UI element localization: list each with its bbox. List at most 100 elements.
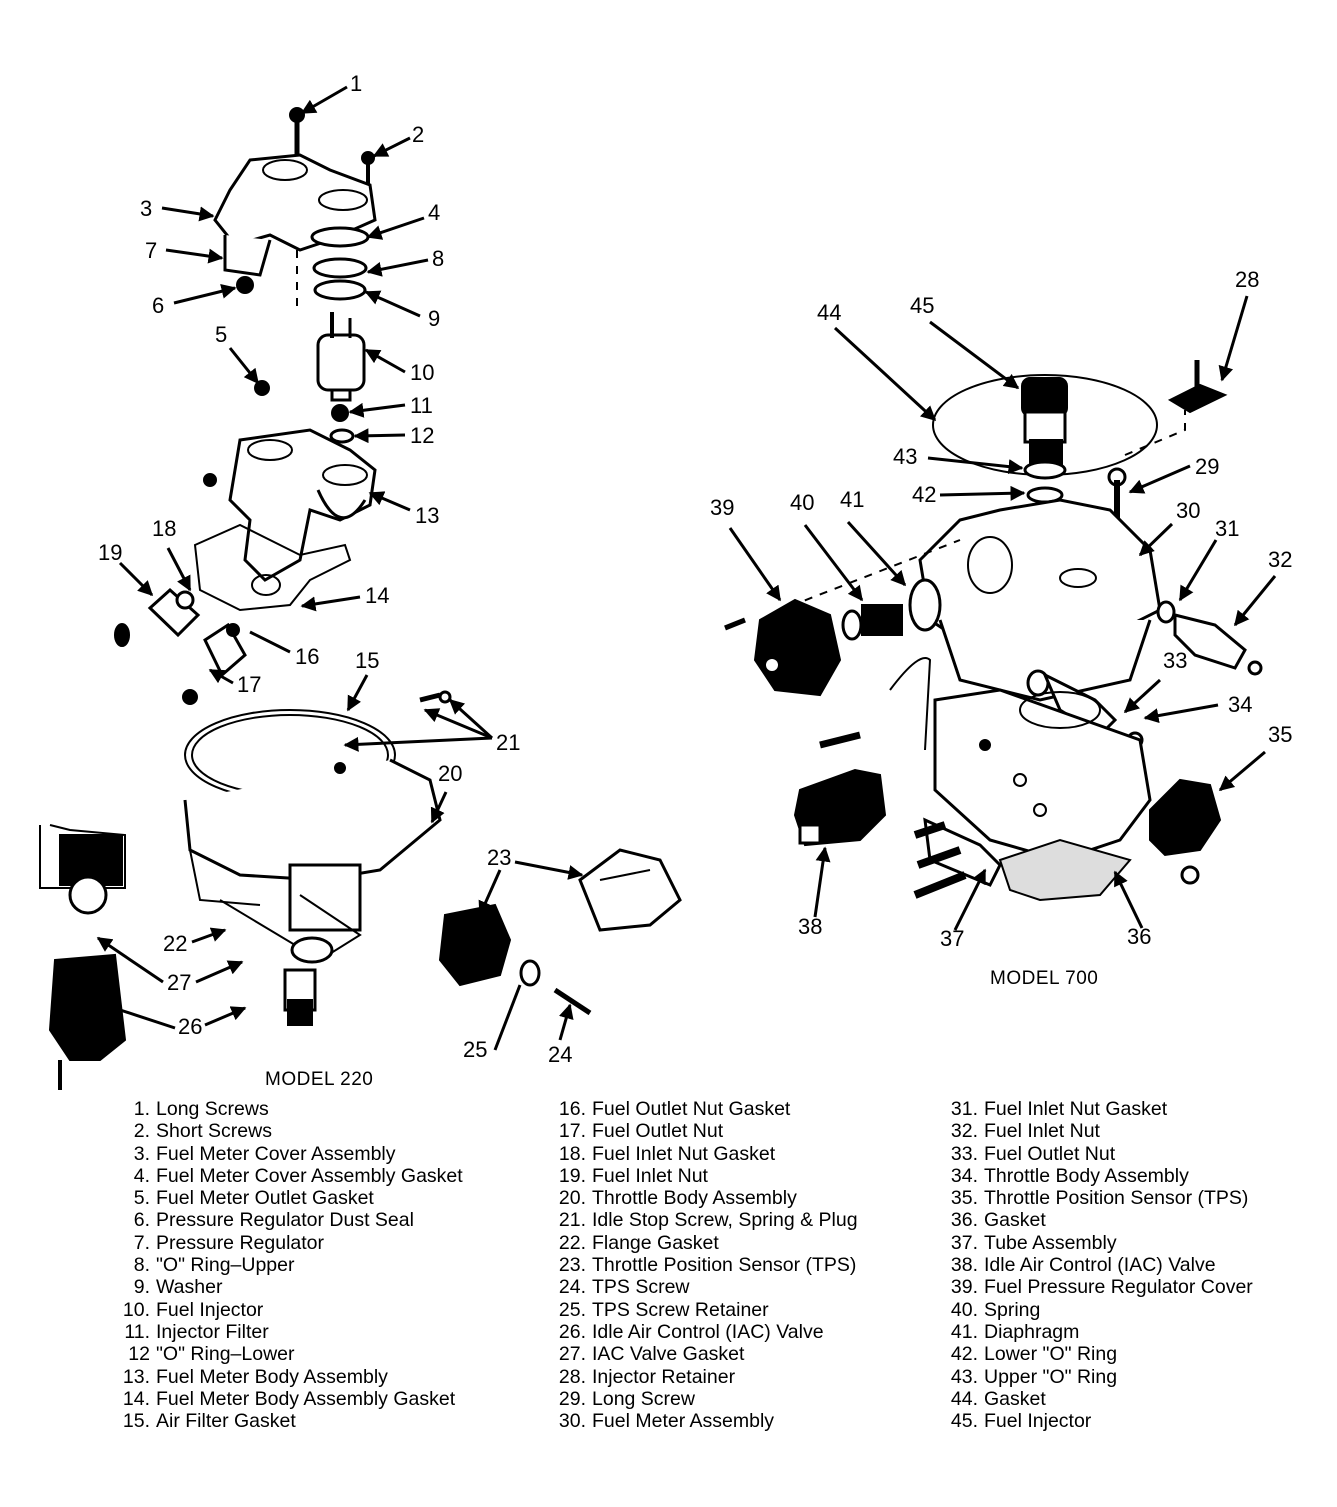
legend-item-label: Fuel Injector — [984, 1410, 1092, 1433]
legend-item-label: Fuel Meter Assembly — [592, 1410, 775, 1433]
legend-item-number: 26. — [558, 1320, 586, 1343]
legend-item: 20.Throttle Body Assembly — [552, 1187, 858, 1209]
legend-item-label: Fuel Outlet Nut — [984, 1142, 1116, 1165]
leader-23a — [514, 860, 584, 880]
legend-item-label: Gasket — [984, 1387, 1046, 1410]
leader-32 — [1233, 575, 1277, 627]
legend-item-number: 9. — [133, 1276, 150, 1299]
legend-item-label: Fuel Pressure Regulator Cover — [984, 1276, 1253, 1299]
legend-item-label: IAC Valve Gasket — [592, 1343, 745, 1366]
callout-38: 38 — [798, 914, 822, 939]
legend-item: 18.Fuel Inlet Nut Gasket — [552, 1143, 858, 1165]
legend-item: 31.Fuel Inlet Nut Gasket — [944, 1098, 1253, 1120]
legend-item-number: 3. — [133, 1142, 150, 1165]
model-220-drawing — [39, 107, 682, 1090]
leader-44 — [833, 326, 937, 422]
legend-item-number: 41. — [950, 1320, 978, 1343]
legend-item-label: Fuel Inlet Nut — [592, 1164, 708, 1187]
legend-item-label: Fuel Meter Body Assembly — [156, 1365, 388, 1388]
leader-31 — [1178, 539, 1218, 602]
legend-item-number: 30. — [558, 1410, 586, 1433]
legend-item-label: Fuel Outlet Nut — [592, 1120, 724, 1143]
legend-item: 29.Long Screw — [552, 1388, 858, 1410]
leader-43 — [927, 456, 1024, 475]
leader-17 — [208, 668, 234, 685]
part-tps-700 — [1149, 778, 1222, 885]
legend-item-label: Fuel Injector — [156, 1298, 264, 1321]
leader-21a — [343, 736, 493, 752]
part-fuel-inlet-nut-gasket — [1156, 600, 1176, 624]
leader-41 — [846, 520, 907, 587]
legend-item: 21.Idle Stop Screw, Spring & Plug — [552, 1209, 858, 1231]
legend-item-number: 25. — [558, 1298, 586, 1321]
legend-item-label: Long Screws — [156, 1098, 269, 1120]
callout-29: 29 — [1195, 454, 1219, 479]
leader-13 — [368, 491, 411, 512]
legend-item-number: 11. — [124, 1320, 150, 1343]
legend-item-number: 28. — [558, 1365, 586, 1388]
leader-40 — [803, 524, 864, 602]
leader-27a — [96, 936, 164, 984]
callout-9: 9 — [428, 306, 440, 331]
legend-item: 43.Upper "O" Ring — [944, 1366, 1253, 1388]
legend-item: 15.Air Filter Gasket — [118, 1410, 463, 1432]
leader-3 — [161, 206, 215, 222]
leader-10 — [364, 348, 406, 374]
leader-15 — [346, 674, 369, 712]
callout-44: 44 — [817, 300, 841, 325]
leader-21c — [448, 698, 494, 740]
leader-1 — [300, 85, 348, 115]
legend-item-label: Lower "O" Ring — [984, 1343, 1118, 1366]
leader-9 — [364, 290, 421, 318]
callout-1: 1 — [350, 71, 362, 96]
leader-24 — [558, 1003, 574, 1041]
model-700-drawing — [724, 360, 1263, 902]
part-throttle-body-220 — [183, 690, 452, 964]
legend-item-number: 15. — [122, 1410, 150, 1433]
legend-item-label: Idle Stop Screw, Spring & Plug — [592, 1209, 858, 1232]
leader-35 — [1218, 750, 1266, 792]
part-outlet-gasket — [254, 380, 270, 396]
legend-item-label: "O" Ring–Lower — [156, 1343, 295, 1366]
legend-item-number: 38. — [950, 1254, 978, 1277]
part-iac-valve-left — [39, 824, 127, 1090]
callout-5: 5 — [215, 322, 227, 347]
legend-item-number: 16. — [558, 1098, 586, 1120]
callout-15: 15 — [355, 648, 379, 673]
legend-item-number: 33. — [950, 1142, 978, 1165]
leader-7 — [165, 248, 224, 264]
part-fuel-meter-cover — [213, 153, 377, 294]
leader-30 — [1138, 522, 1174, 557]
callout-12: 12 — [410, 423, 434, 448]
legend-item-label: Long Screw — [592, 1387, 695, 1410]
legend-item: 8."O" Ring–Upper — [118, 1254, 463, 1276]
leader-16 — [249, 630, 291, 654]
leader-27b — [195, 960, 244, 984]
legend-item-label: Gasket — [984, 1209, 1046, 1232]
callout-27: 27 — [167, 970, 191, 995]
callout-32: 32 — [1268, 547, 1292, 572]
leader-23b — [478, 869, 502, 917]
legend-item: 13.Fuel Meter Body Assembly — [118, 1366, 463, 1388]
legend-item: 1.Long Screws — [118, 1098, 463, 1120]
legend-item-number: 4. — [133, 1164, 150, 1187]
callout-41: 41 — [840, 487, 864, 512]
legend-item-number: 8. — [133, 1254, 150, 1277]
part-injector-retainer — [1167, 360, 1228, 414]
callout-4: 4 — [428, 200, 440, 225]
callout-26: 26 — [178, 1014, 202, 1039]
leader-26a — [103, 1002, 176, 1030]
part-iac-valve-bottom — [283, 968, 317, 1026]
legend-item-label: Throttle Body Assembly — [592, 1187, 797, 1210]
legend-item-number: 37. — [950, 1231, 978, 1254]
callout-28: 28 — [1235, 267, 1259, 292]
part-tps-large — [578, 848, 682, 932]
part-spring — [841, 604, 903, 641]
legend-item-number: 23. — [558, 1254, 586, 1277]
legend-item: 28.Injector Retainer — [552, 1366, 858, 1388]
legend-item: 6.Pressure Regulator Dust Seal — [118, 1209, 463, 1231]
legend-item: 7.Pressure Regulator — [118, 1232, 463, 1254]
leader-34 — [1143, 703, 1219, 724]
callout-2: 2 — [412, 122, 424, 147]
